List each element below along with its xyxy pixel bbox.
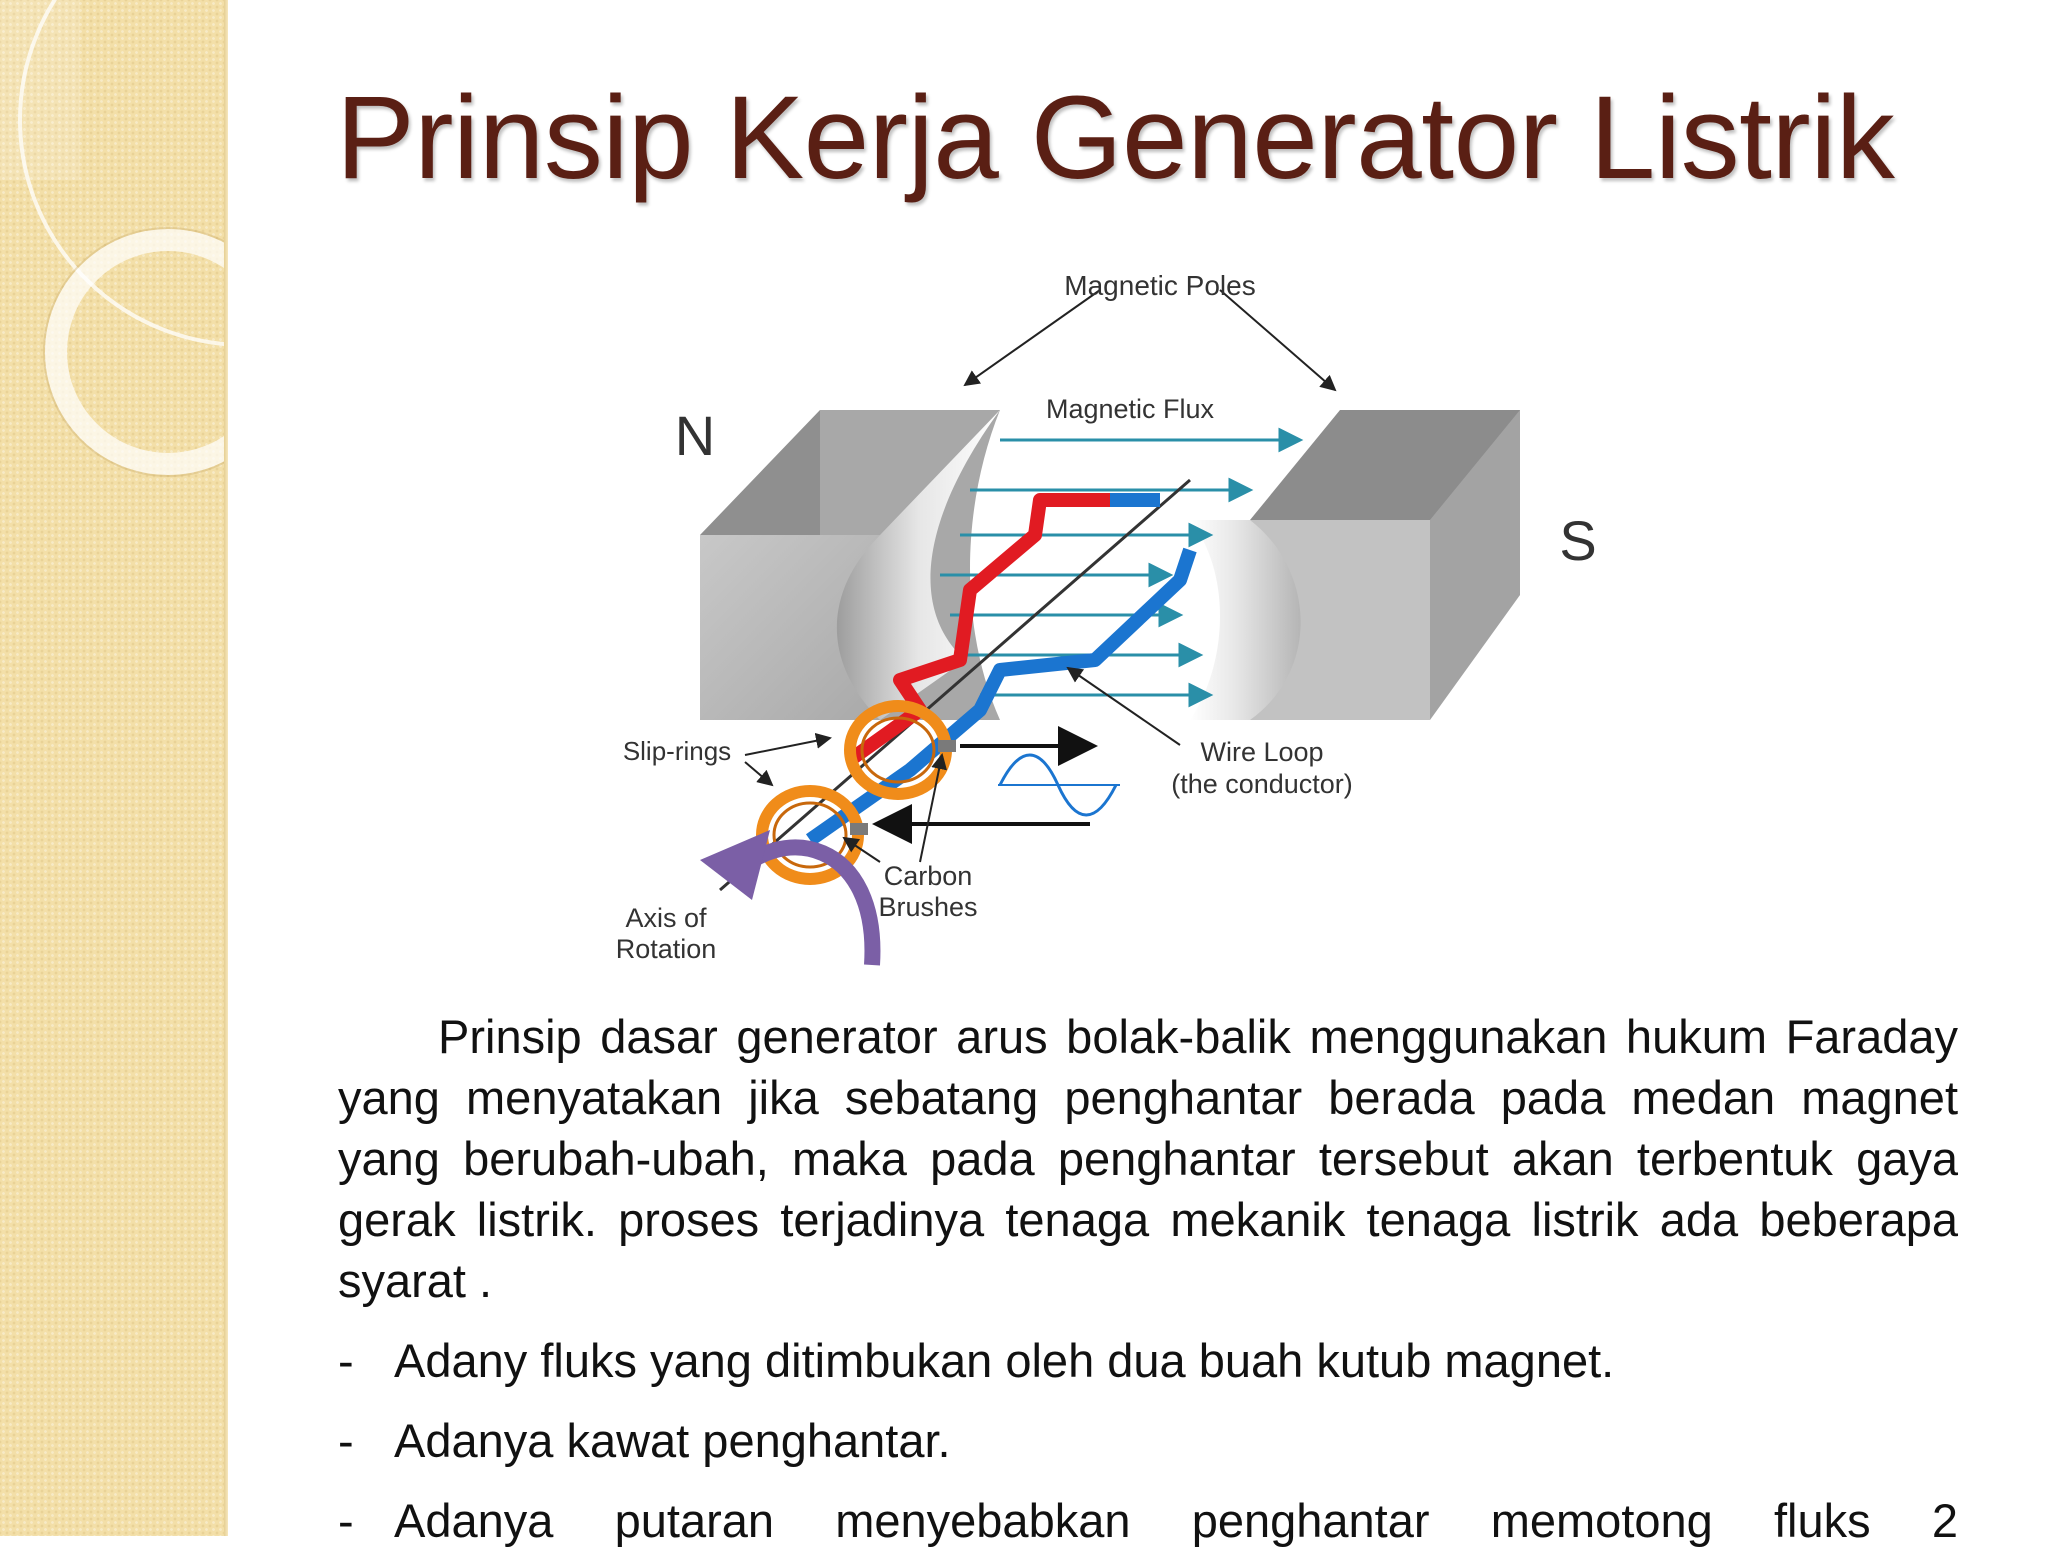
- label-slip-rings: Slip-rings: [623, 736, 731, 766]
- label-wire-loop-sub: (the conductor): [1171, 769, 1353, 799]
- bullet-item: -Adanya putaran menyebabkan penghantar m…: [338, 1490, 1958, 1551]
- bullet-marker: -: [338, 1414, 354, 1467]
- label-rotation: Rotation: [616, 934, 717, 964]
- sidebar-edge: [224, 0, 228, 1536]
- label-axis-of: Axis of: [625, 903, 707, 933]
- bullet-item: -Adanya kawat penghantar.: [338, 1410, 1958, 1471]
- body-paragraph: Prinsip dasar generator arus bolak-balik…: [338, 1010, 1958, 1307]
- generator-diagram: Magnetic Poles Magnetic Flux N S Slip-ri…: [616, 270, 1597, 966]
- south-magnet: [1190, 410, 1520, 720]
- label-magnetic-poles: Magnetic Poles: [1064, 270, 1255, 301]
- rotation-arrow-icon: [700, 830, 881, 966]
- bullet-text: Adanya putaran menyebabkan penghantar me…: [394, 1494, 1958, 1547]
- north-magnet: [700, 410, 1000, 720]
- label-carbon: Carbon: [884, 861, 973, 891]
- carbon-brushes: [850, 740, 956, 835]
- label-magnetic-flux: Magnetic Flux: [1046, 394, 1215, 424]
- bullet-item: -Adany fluks yang ditimbukan oleh dua bu…: [338, 1330, 1958, 1391]
- label-brushes: Brushes: [878, 892, 977, 922]
- label-wire-loop: Wire Loop: [1200, 737, 1323, 767]
- label-north: N: [675, 404, 715, 467]
- label-south: S: [1559, 509, 1596, 572]
- bullet-text: Adany fluks yang ditimbukan oleh dua bua…: [394, 1334, 1615, 1387]
- bullet-text: Adanya kawat penghantar.: [394, 1414, 951, 1467]
- slide-title: Prinsip Kerja Generator Listrik: [336, 72, 1895, 204]
- decorative-sidebar: [0, 0, 228, 1536]
- decorative-circles: [0, 0, 228, 477]
- leader-lines: [744, 289, 1337, 863]
- rotation-axis: [719, 478, 1191, 892]
- ac-sine-wave-icon: [998, 753, 1120, 817]
- bullet-marker: -: [338, 1494, 354, 1547]
- flux-arrows: [940, 427, 1304, 708]
- bullet-marker: -: [338, 1334, 354, 1387]
